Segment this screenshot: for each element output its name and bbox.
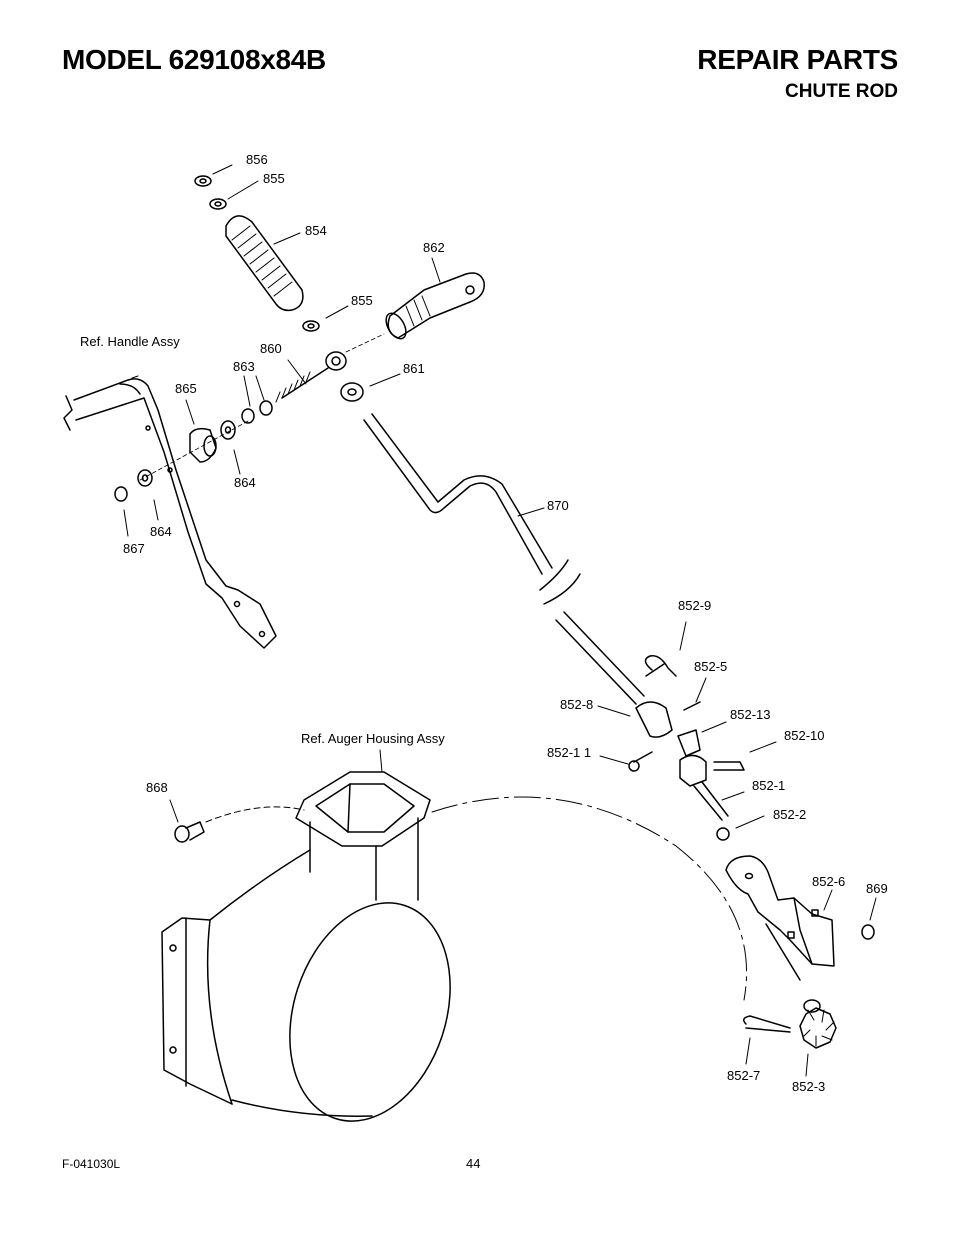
label-862: 862	[423, 240, 445, 255]
model-title: MODEL 629108x84B	[62, 44, 326, 75]
part-labels: 856 855 854 862 855 Ref. Handle Assy 860…	[80, 152, 888, 1094]
handle-bracket	[63, 378, 277, 649]
nut-867	[114, 486, 128, 502]
nuts-863	[241, 400, 273, 424]
bolt-868	[174, 821, 205, 843]
page-number: 44	[466, 1156, 481, 1171]
label-852-5: 852-5	[694, 659, 727, 674]
label-868: 868	[146, 780, 168, 795]
label-852-3: 852-3	[792, 1079, 825, 1094]
chute-rod-870	[363, 413, 645, 705]
label-852-6: 852-6	[812, 874, 845, 889]
document-code: F-041030L	[62, 1157, 121, 1171]
label-855-lower: 855	[351, 293, 373, 308]
knob-865	[189, 427, 217, 463]
label-864-upper: 864	[234, 475, 256, 490]
clevis-assembly	[628, 655, 745, 841]
label-869: 869	[866, 881, 888, 896]
washer-855-lower	[302, 320, 320, 332]
eyebolt-860	[275, 351, 347, 403]
clip-852-7	[743, 1015, 791, 1033]
nut-869	[861, 924, 875, 940]
rotation-path	[431, 796, 748, 1001]
label-864-lower: 864	[150, 524, 172, 539]
boot-862	[385, 272, 485, 340]
label-852-1: 852-1	[752, 778, 785, 793]
washer-856	[194, 175, 212, 187]
label-852-8: 852-8	[560, 697, 593, 712]
label-863: 863	[233, 359, 255, 374]
washer-864-upper	[220, 420, 236, 440]
washer-855-top	[209, 198, 227, 210]
washer-864-lower	[137, 469, 153, 487]
label-860: 860	[260, 341, 282, 356]
label-ref-auger: Ref. Auger Housing Assy	[301, 731, 445, 746]
label-852-2: 852-2	[773, 807, 806, 822]
handle-grip	[225, 215, 304, 312]
label-852-11: 852-1 1	[547, 745, 591, 760]
auger-housing	[161, 771, 451, 1122]
chute-bracket-852-6	[725, 855, 835, 981]
label-861: 861	[403, 361, 425, 376]
label-852-9: 852-9	[678, 598, 711, 613]
label-852-13: 852-13	[730, 707, 770, 722]
gear-852-3	[799, 999, 837, 1049]
page-title: REPAIR PARTS	[697, 44, 898, 75]
label-865: 865	[175, 381, 197, 396]
label-852-10: 852-10	[784, 728, 824, 743]
label-867: 867	[123, 541, 145, 556]
bushing-861	[340, 382, 364, 402]
label-856: 856	[246, 152, 268, 167]
label-852-7: 852-7	[727, 1068, 760, 1083]
label-870: 870	[547, 498, 569, 513]
label-855-top: 855	[263, 171, 285, 186]
label-854: 854	[305, 223, 327, 238]
label-ref-handle: Ref. Handle Assy	[80, 334, 180, 349]
section-subtitle: CHUTE ROD	[785, 81, 898, 102]
